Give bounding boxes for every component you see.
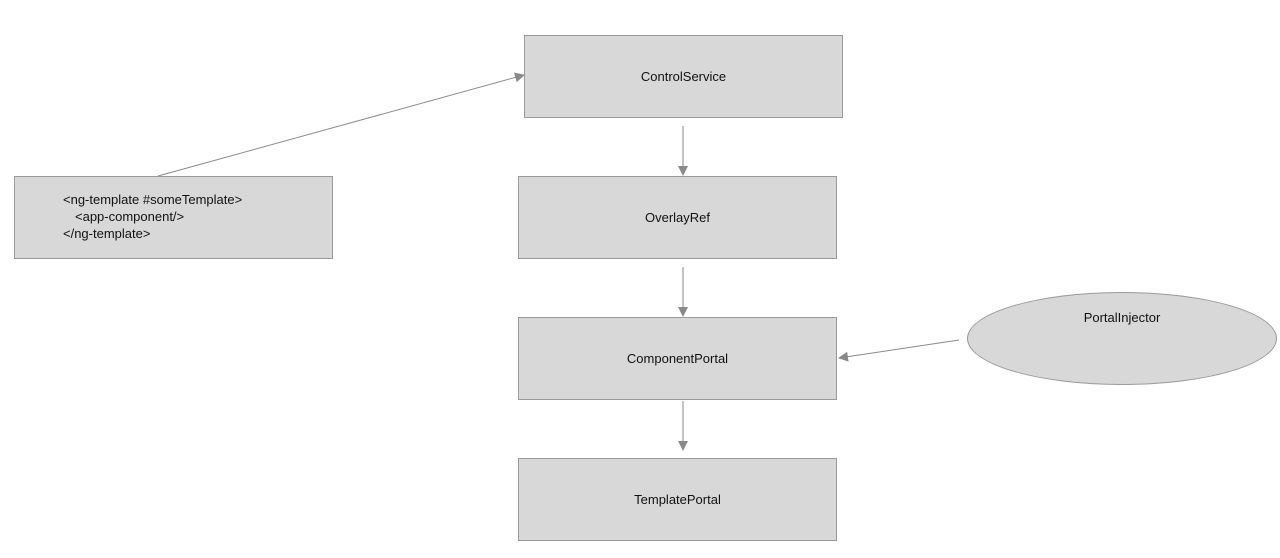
edge-portalinjector-to-componentportal: [838, 339, 960, 362]
node-portal-injector: PortalInjector: [967, 292, 1277, 385]
node-template-portal: TemplatePortal: [518, 458, 837, 541]
ng-template-code: <ng-template #someTemplate> <app-compone…: [63, 191, 242, 242]
node-ng-template: <ng-template #someTemplate> <app-compone…: [14, 176, 333, 259]
node-component-portal: ComponentPortal: [518, 317, 837, 400]
ng-template-code-line: </ng-template>: [63, 226, 151, 241]
node-control-service-label: ControlService: [640, 69, 727, 84]
ng-template-code-line: <ng-template #someTemplate>: [63, 192, 243, 207]
ng-template-code-line: <app-component/>: [75, 209, 185, 224]
node-overlay-ref-label: OverlayRef: [644, 210, 711, 225]
node-component-portal-label: ComponentPortal: [626, 351, 729, 366]
node-overlay-ref: OverlayRef: [518, 176, 837, 259]
node-template-portal-label: TemplatePortal: [634, 492, 721, 507]
edge-ngtemplate-to-controlservice: [157, 72, 525, 177]
node-control-service: ControlService: [524, 35, 843, 118]
node-portal-injector-label: PortalInjector: [1083, 310, 1161, 325]
